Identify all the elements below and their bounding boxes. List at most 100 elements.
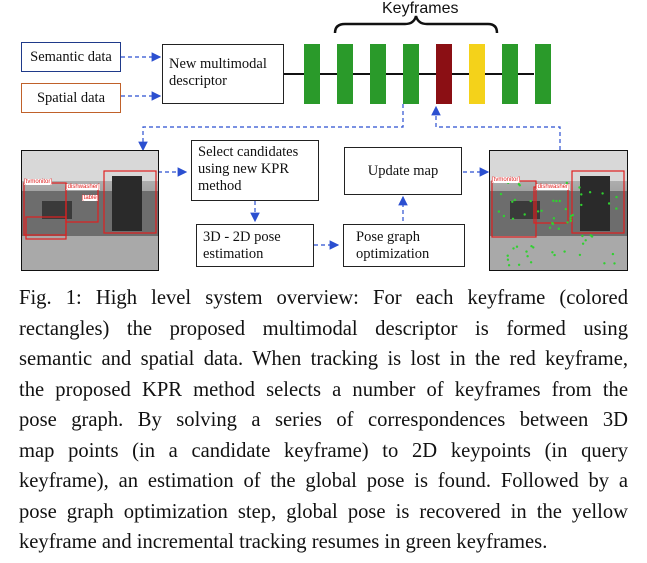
feature-point — [611, 252, 615, 256]
result-detection-label-2: [dishwasher] — [536, 184, 570, 190]
feature-point — [581, 242, 585, 245]
keyframe-green — [304, 44, 320, 104]
query-detection-label-3: [table] — [82, 195, 99, 201]
arrow-result-to-yellow-keyframe — [431, 105, 561, 150]
semantic-data-box: Semantic data — [21, 42, 121, 72]
feature-point — [517, 183, 521, 186]
keyframes-brace — [333, 15, 499, 34]
figure-caption: Fig. 1: High level system overview: For … — [19, 283, 628, 558]
arrow-red-keyframe-to-query — [138, 104, 404, 152]
caption-line: keyframe and incremental tracking resume… — [19, 531, 548, 553]
feature-point — [517, 263, 521, 266]
pose-graph-line-2: optimization — [356, 246, 430, 262]
feature-point — [540, 209, 543, 212]
query-scene — [22, 151, 158, 270]
feature-point — [529, 261, 533, 264]
feature-point — [555, 199, 558, 203]
feature-point — [506, 258, 510, 261]
feature-point — [523, 213, 526, 216]
feature-point — [571, 213, 574, 217]
feature-point — [580, 203, 583, 207]
feature-point — [569, 219, 572, 223]
feature-point — [515, 245, 519, 248]
caption-line: the proposed KPR method selects a number… — [19, 378, 628, 401]
descriptor-line-1: New multimodal — [169, 56, 267, 72]
feature-point — [569, 217, 572, 220]
update-map-label: Update map — [367, 162, 439, 179]
feature-point — [526, 255, 529, 258]
feature-point — [558, 199, 561, 203]
feature-point — [536, 210, 540, 213]
query-detection-label-1: [tvmonitor] — [24, 179, 53, 185]
feature-point — [513, 198, 517, 202]
select-candidates-line-2: using new KPR — [198, 161, 290, 177]
multimodal-descriptor-box: New multimodal descriptor — [162, 44, 284, 104]
query-detection-label-2: [dishwasher] — [66, 184, 100, 190]
result-detection-label-1: [tvmonitor] — [492, 177, 521, 183]
keyframe-red — [436, 44, 452, 104]
pose-estimation-line-2: estimation — [203, 246, 264, 262]
feature-point — [566, 221, 569, 224]
feature-point — [578, 186, 581, 189]
semantic-data-label: Semantic data — [30, 48, 112, 65]
feature-point — [532, 246, 535, 249]
feature-point — [588, 191, 592, 194]
feature-point — [507, 264, 511, 267]
feature-point — [553, 253, 556, 257]
caption-line: pose graph optimization step, global pos… — [19, 500, 628, 523]
feature-point — [615, 207, 618, 210]
feature-point — [511, 217, 515, 220]
feature-point — [607, 202, 611, 205]
keyframe-yellow — [469, 44, 485, 104]
keyframe-green — [370, 44, 386, 104]
pose-estimation-line-1: 3D - 2D pose — [203, 229, 281, 245]
keyframe-green — [403, 44, 419, 104]
feature-point — [506, 254, 509, 257]
feature-point — [613, 262, 616, 265]
select-candidates-line-1: Select candidates — [198, 144, 299, 160]
keyframe-green — [337, 44, 353, 104]
keyframes-label: Keyframes — [382, 0, 459, 17]
pose-graph-line-1: Pose graph — [356, 229, 421, 245]
feature-point — [552, 199, 555, 202]
feature-point — [512, 247, 515, 250]
caption-line: semantic and spatial data. When tracking… — [19, 348, 628, 370]
feature-point — [603, 262, 606, 265]
system-overview-figure: Keyframes t Semantic data Spatial data N… — [0, 0, 647, 280]
feature-point — [502, 214, 506, 218]
keyframe-green — [502, 44, 518, 104]
feature-point — [565, 181, 568, 185]
feature-point — [551, 221, 554, 225]
feature-point — [530, 245, 533, 248]
caption-line: rectangles) the proposed multimodal desc… — [19, 317, 628, 340]
spatial-data-label: Spatial data — [36, 89, 106, 106]
feature-point — [615, 195, 618, 199]
feature-point — [578, 253, 582, 257]
feature-point — [581, 234, 584, 238]
caption-line: Fig. 1: High level system overview: For … — [19, 287, 628, 309]
relocalized-scene — [490, 151, 627, 270]
feature-point — [580, 193, 583, 196]
feature-point — [511, 200, 514, 203]
feature-point — [601, 192, 604, 195]
select-candidates-box: Select candidates using new KPR method — [191, 140, 319, 201]
select-candidates-line-3: method — [198, 178, 242, 194]
feature-point — [497, 210, 501, 213]
feature-point — [552, 217, 556, 220]
feature-point — [584, 239, 587, 242]
feature-point — [589, 234, 592, 237]
pose-estimation-box: 3D - 2D pose estimation — [196, 224, 314, 267]
spatial-data-box: Spatial data — [21, 83, 121, 113]
query-frame-image: [tvmonitor] [dishwasher] [table] — [21, 150, 159, 271]
feature-point — [557, 227, 560, 230]
feature-point — [548, 226, 552, 229]
caption-line: pose graph. By solving a series of corre… — [19, 409, 628, 431]
pose-graph-optimization-box: Pose graph optimization — [343, 224, 465, 267]
figure-connectors — [121, 15, 561, 250]
relocalized-frame-image: [tvmonitor] [dishwasher] — [489, 150, 628, 271]
feature-point — [563, 250, 566, 253]
feature-point — [529, 199, 532, 203]
feature-point — [564, 207, 567, 211]
feature-point — [525, 250, 528, 253]
update-map-box: Update map — [344, 147, 462, 195]
